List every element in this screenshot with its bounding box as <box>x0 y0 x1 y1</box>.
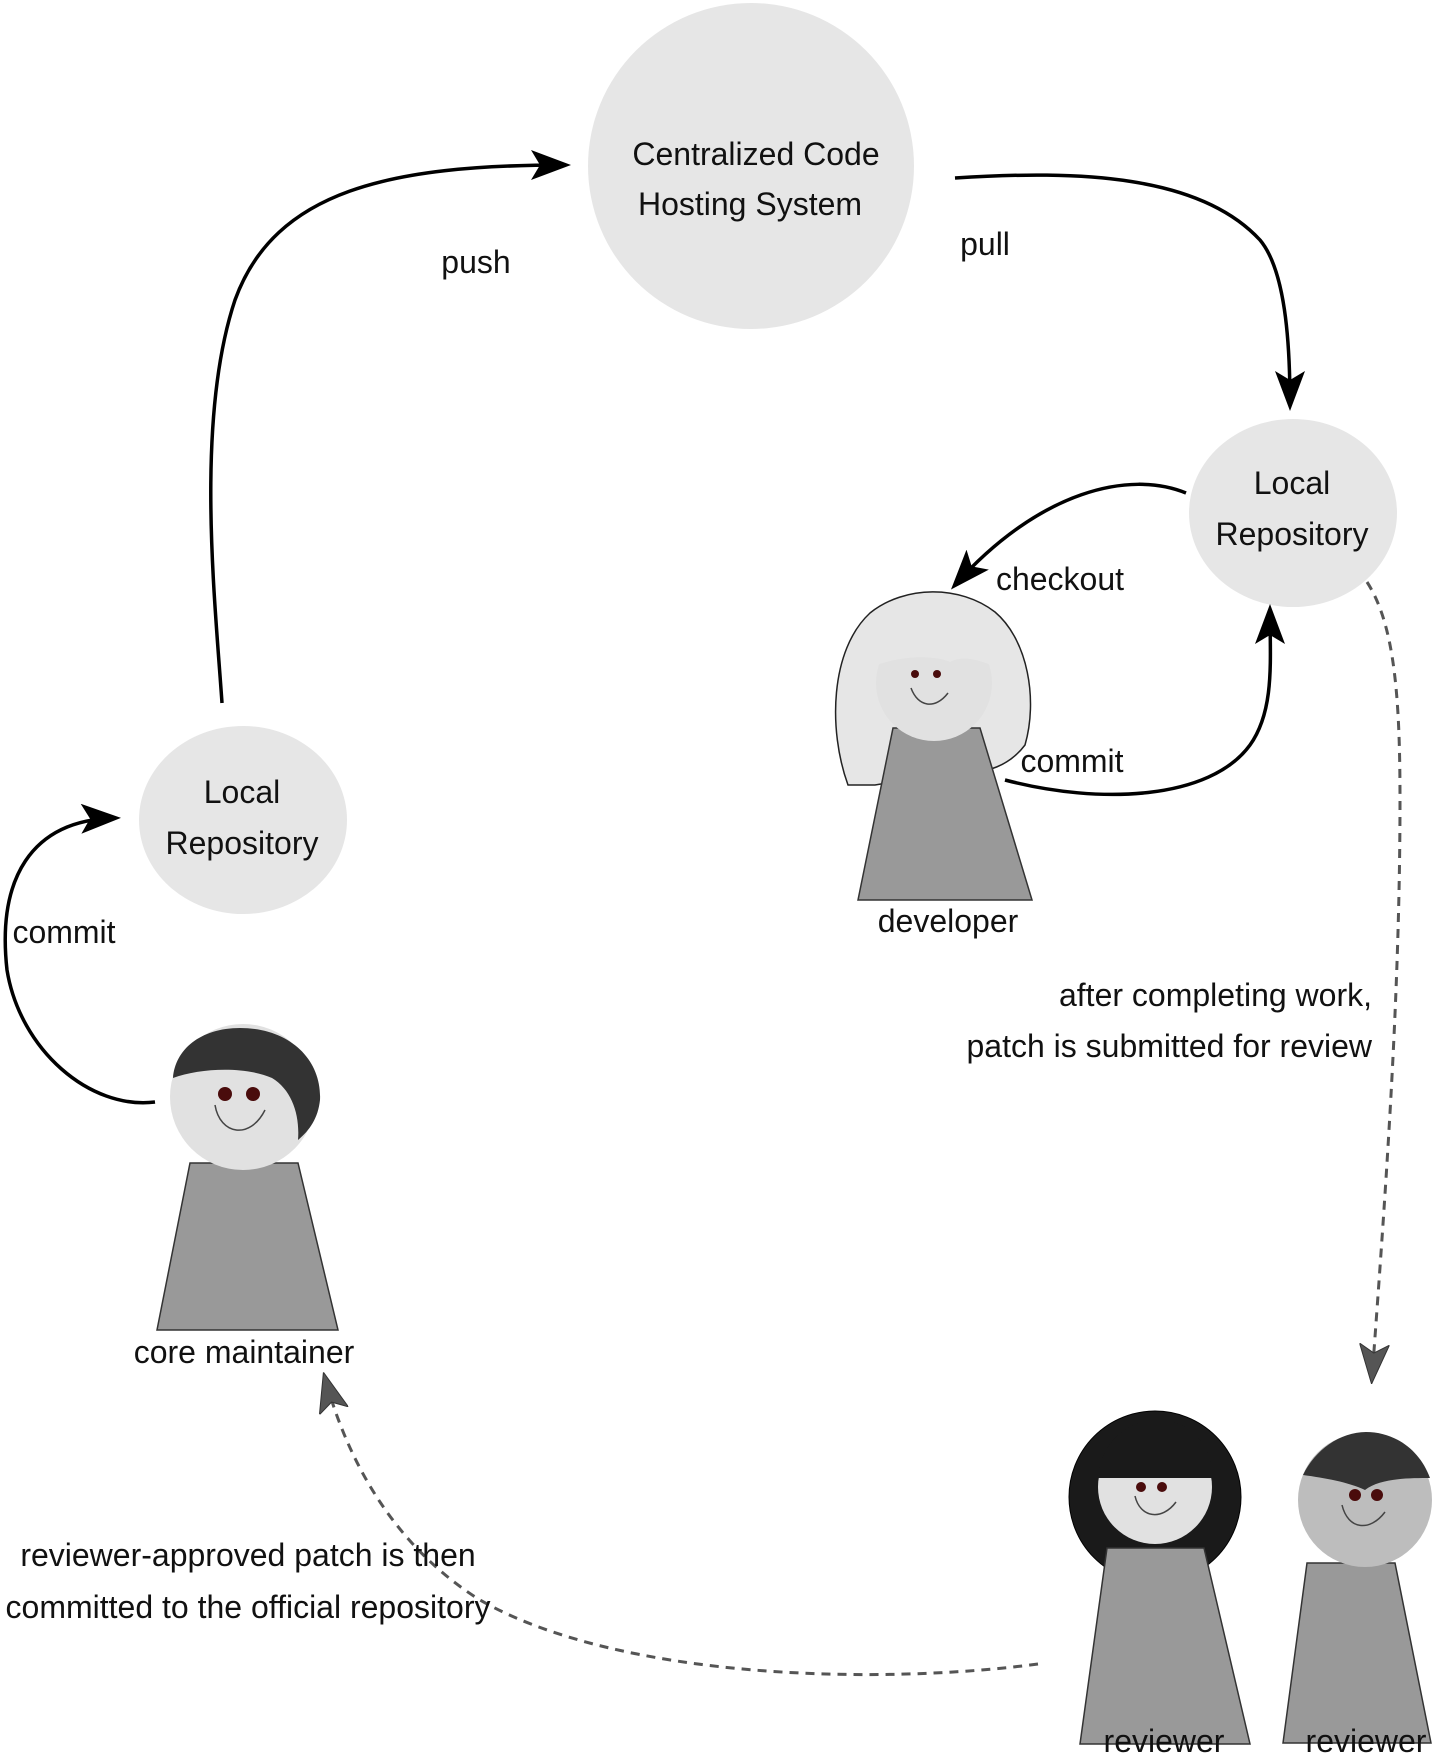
core-maintainer-body <box>156 1162 339 1331</box>
developer-label: developer <box>878 903 1019 939</box>
developer-figure <box>834 591 1034 901</box>
local-left-label-line1: Local <box>204 774 281 810</box>
reviewer-1-figure <box>1068 1410 1251 1745</box>
local-right-label-line1: Local <box>1254 465 1331 501</box>
core-maintainer-figure <box>156 1024 339 1331</box>
local-left-label-line2: Repository <box>166 825 319 861</box>
reviewer-2-figure <box>1282 1432 1432 1744</box>
reviewer-2-mouth <box>1341 1504 1386 1527</box>
local-repository-left-node: Local Repository <box>139 726 347 914</box>
checkout-arrow <box>950 482 1187 590</box>
reviewer-2-label: reviewer <box>1306 1723 1427 1754</box>
submit-review-label-line2: patch is submitted for review <box>967 1028 1373 1064</box>
pull-label: pull <box>960 226 1010 262</box>
developer-bangs <box>872 612 996 667</box>
core-maintainer-label: core maintainer <box>134 1334 355 1370</box>
local-repository-right-node: Local Repository <box>1189 419 1397 607</box>
submit-review-label-line1: after completing work, <box>1059 977 1372 1013</box>
central-hosting-node: Centralized Code Hosting System <box>588 3 914 329</box>
central-node-label-line1: Centralized Code <box>632 136 879 172</box>
developer-eye-left <box>911 670 919 678</box>
submit-review-arrow <box>1367 581 1402 1378</box>
developer-eye-right <box>933 670 941 678</box>
approved-patch-arrow <box>325 1378 1039 1677</box>
reviewer-2-eye-left <box>1349 1489 1361 1501</box>
approved-patch-label-line2: committed to the official repository <box>6 1589 491 1625</box>
reviewer-1-eye-right <box>1157 1482 1167 1492</box>
core-maintainer-hair <box>173 1028 321 1140</box>
approved-patch-label-line1: reviewer-approved patch is then <box>20 1537 475 1573</box>
reviewer-1-eye-left <box>1136 1482 1146 1492</box>
push-label: push <box>441 244 510 280</box>
maintainer-commit-label: commit <box>12 914 115 950</box>
reviewer-1-body <box>1079 1547 1251 1745</box>
core-maintainer-eye-right <box>246 1087 260 1101</box>
pull-arrow <box>954 173 1305 411</box>
core-maintainer-mouth <box>214 1104 266 1131</box>
central-node-label-line2: Hosting System <box>638 186 862 222</box>
push-arrow <box>209 150 571 704</box>
maintainer-commit-arrow <box>3 803 156 1105</box>
developer-commit-label: commit <box>1020 743 1123 779</box>
reviewer-1-mouth <box>1134 1495 1177 1516</box>
reviewer-2-hair <box>1303 1432 1430 1490</box>
reviewer-1-bangs <box>1098 1420 1213 1478</box>
reviewer-2-body <box>1282 1562 1432 1744</box>
checkout-label: checkout <box>996 561 1124 597</box>
developer-mouth <box>910 687 949 705</box>
core-maintainer-eye-left <box>218 1087 232 1101</box>
local-right-label-line2: Repository <box>1216 516 1369 552</box>
developer-commit-arrow <box>1004 604 1286 797</box>
reviewer-2-eye-right <box>1371 1489 1383 1501</box>
reviewer-1-label: reviewer <box>1104 1723 1225 1754</box>
